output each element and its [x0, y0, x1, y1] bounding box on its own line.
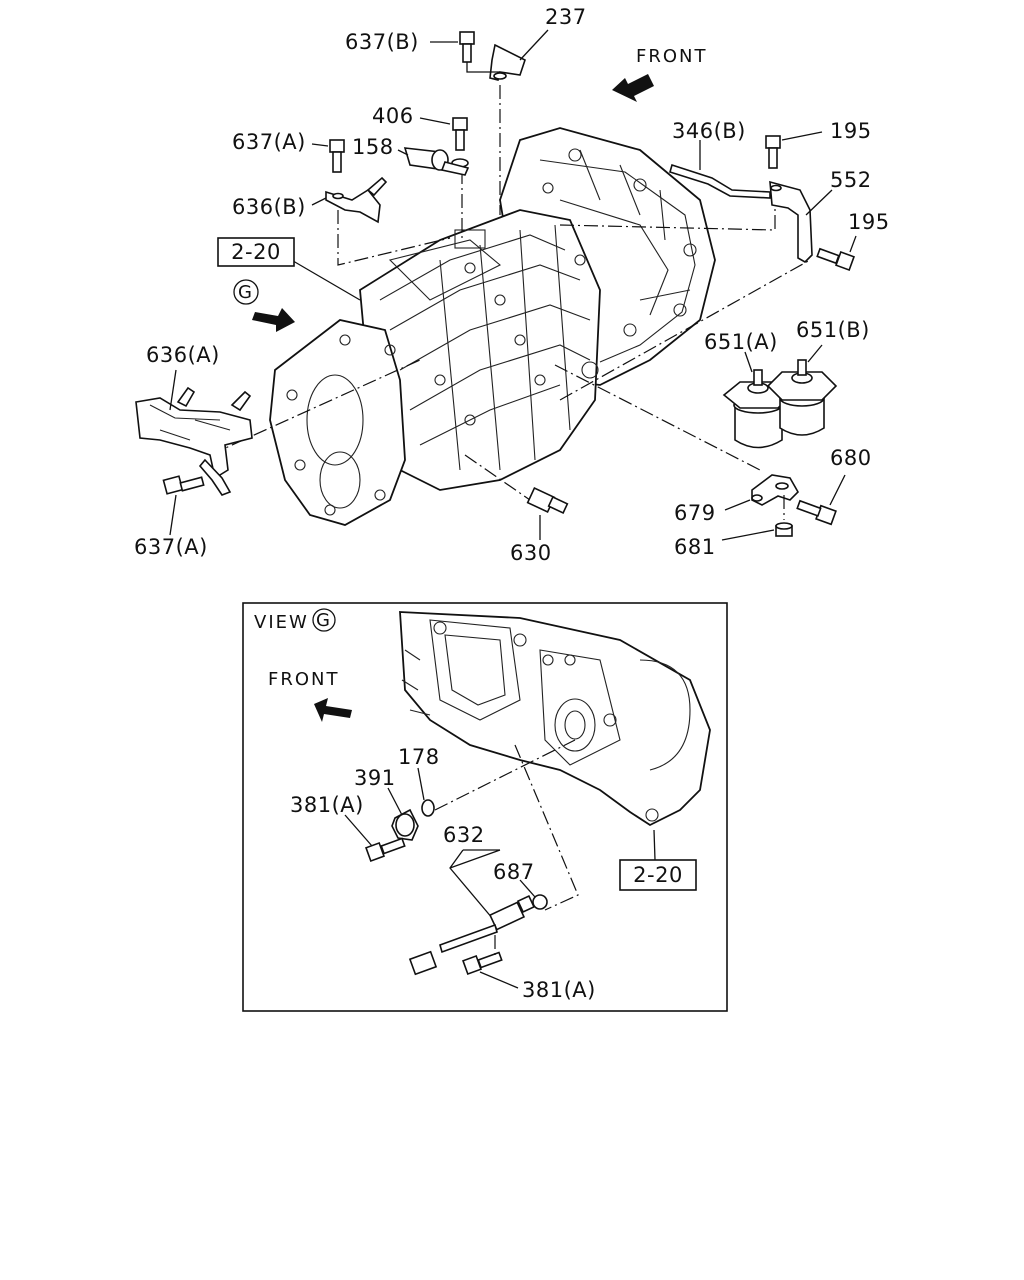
part-651b-mount	[766, 344, 838, 436]
part-637b-bolt	[430, 31, 500, 73]
top-exploded-view: 2-20 237 637(B) FRONT 406 346(B) 195 637…	[134, 5, 890, 565]
label-636a: 636(A)	[146, 343, 220, 367]
rear-adaptor-plate	[269, 319, 406, 526]
label-158: 158	[352, 135, 394, 159]
label-381a-bottom: 381(A)	[522, 978, 596, 1002]
label-front-top: FRONT	[636, 46, 708, 67]
label-406: 406	[372, 104, 414, 128]
label-632: 632	[443, 823, 485, 847]
label-636b: 636(B)	[232, 195, 306, 219]
label-637b: 637(B)	[345, 30, 419, 54]
label-637a-bottom: 637(A)	[134, 535, 208, 559]
ref-box-top	[217, 237, 295, 267]
view-g-arrow	[233, 279, 295, 332]
part-391-178	[387, 767, 435, 841]
part-632-sensor	[408, 849, 548, 976]
label-651b: 651(B)	[796, 318, 870, 342]
part-680-bolt	[796, 474, 846, 526]
part-381a-bottom-bolt	[462, 935, 519, 989]
label-630: 630	[510, 541, 552, 565]
label-637a-top: 637(A)	[232, 130, 306, 154]
label-651a: 651(A)	[704, 330, 778, 354]
label-195-right: 195	[848, 210, 890, 234]
part-636a-bracket	[135, 369, 253, 496]
label-195-top: 195	[830, 119, 872, 143]
label-178: 178	[398, 745, 440, 769]
label-681: 681	[674, 535, 716, 559]
front-arrow-detail	[314, 698, 352, 722]
part-158-clip	[397, 147, 470, 176]
label-237: 237	[545, 5, 587, 29]
part-195-top-bolt	[765, 131, 823, 169]
ref-box-detail	[619, 859, 697, 891]
part-381a-left-bolt	[344, 814, 406, 862]
label-679: 679	[674, 501, 716, 525]
label-front-detail: FRONT	[268, 669, 340, 690]
label-552: 552	[830, 168, 872, 192]
front-arrow-top	[612, 74, 654, 102]
part-195-right-bolt	[816, 235, 857, 271]
detail-view-marker: G	[316, 610, 332, 631]
label-view-marker-top: G	[238, 282, 254, 303]
detail-leader-1	[434, 739, 576, 811]
part-346b-rod	[669, 140, 771, 199]
detail-view-title: VIEW	[254, 612, 309, 633]
ref-box-top-label: 2-20	[231, 240, 281, 264]
detail-view-g: VIEW G FRONT	[242, 602, 728, 1012]
label-381a-left: 381(A)	[290, 793, 364, 817]
detail-view-marker-circle	[312, 608, 336, 632]
part-552-bracket	[769, 180, 833, 263]
part-679-bracket	[724, 474, 799, 511]
part-637a-bottom-bolt	[162, 475, 205, 536]
detail-leader-2	[514, 744, 579, 911]
part-237-bracket	[489, 29, 549, 81]
label-391: 391	[354, 766, 396, 790]
label-346b: 346(B)	[672, 119, 746, 143]
part-636b-bracket	[311, 176, 388, 224]
ref-box-detail-label: 2-20	[633, 863, 683, 887]
part-630-switch	[526, 487, 569, 540]
part-681-nut	[721, 495, 793, 541]
detail-leader-3	[653, 829, 656, 861]
part-637a-top-bolt	[311, 139, 345, 173]
detail-housing	[399, 611, 711, 827]
leader-lines-top	[209, 85, 811, 501]
label-687: 687	[493, 860, 535, 884]
label-680: 680	[830, 446, 872, 470]
